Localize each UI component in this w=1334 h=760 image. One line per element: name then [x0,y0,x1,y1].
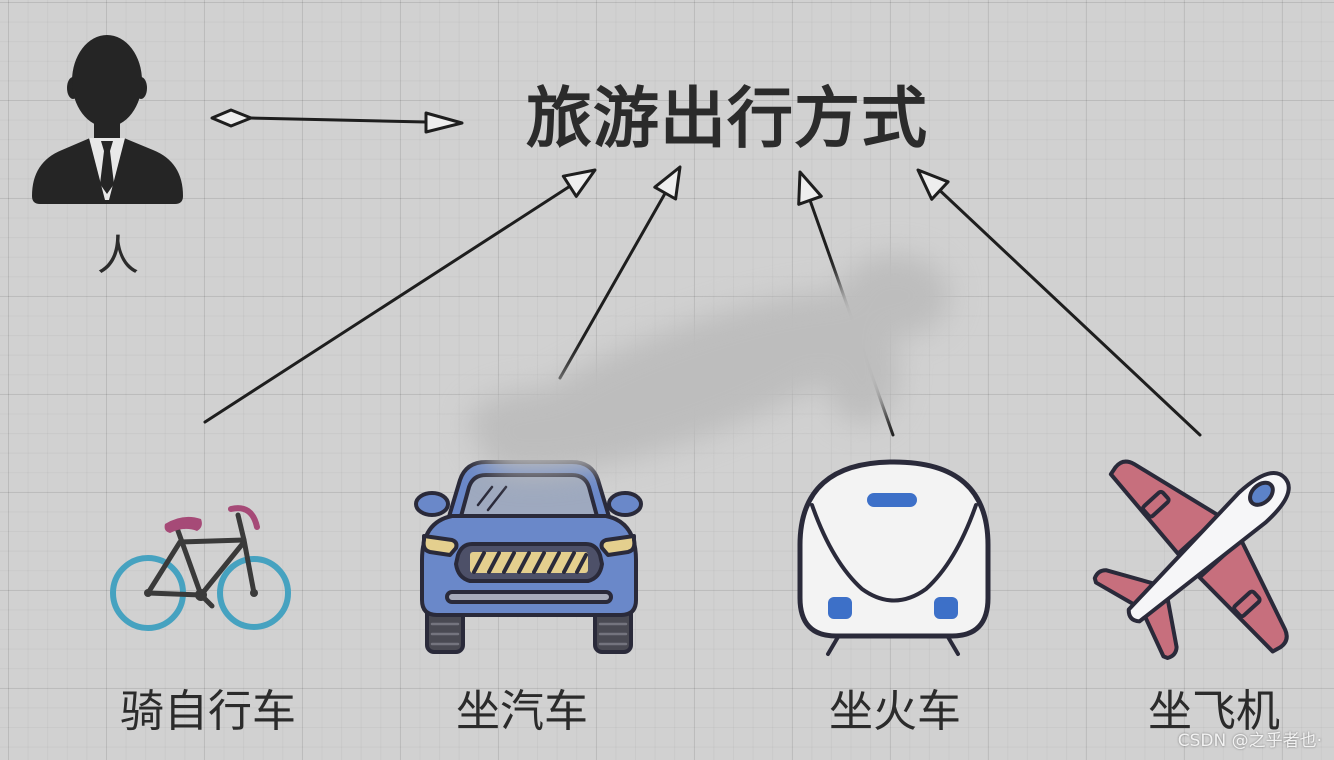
connector-line [249,116,428,124]
bicycle-label: 骑自行车 [120,686,296,737]
airplane-upper-engine [1141,489,1171,519]
hollow-arrowhead-icon [561,168,597,198]
train-left-leg [826,635,840,656]
hollow-arrowhead-icon [916,168,950,201]
train-right-leg [946,635,960,656]
car-right-headlight [599,534,637,557]
train-top-light [867,493,917,507]
diagram-title: 旅游出行方式 [526,80,928,157]
bicycle-front-wheel [217,556,291,630]
train-icon [797,459,991,656]
person-tie [100,141,114,194]
bicycle-front-hub [250,589,258,597]
person-head [72,35,142,127]
hollow-diamond-icon [210,108,253,128]
train-left-headlight [828,597,852,619]
airplane-lower-wing [1197,537,1289,654]
bicycle-seat-tube [174,525,204,598]
car-left-headlight [421,534,459,557]
train-body [797,459,991,639]
car-tire-treads [430,622,628,646]
hollow-arrowhead-icon [797,170,823,206]
train-label: 坐火车 [829,686,961,737]
car-left-mirror [414,491,450,517]
airplane-upper-wing [1108,459,1222,556]
train-windshield [810,503,978,603]
bicycle-to-title-connector [203,168,597,424]
airplane-fuselage [1126,471,1291,624]
redaction-upper-lobe [840,254,950,338]
airplane-to-title-connector [916,168,1202,437]
hollow-arrowhead-icon [653,165,682,201]
connector-line [558,191,667,380]
person-icon [32,35,183,204]
bicycle-pedal [198,592,215,609]
car-bumper [445,590,613,604]
redaction-left-lobe [468,388,628,460]
redaction-right-lobe [824,320,900,424]
airplane-icon [1092,459,1291,661]
person-label: 人 [96,231,140,280]
airplane-label: 坐飞机 [1148,686,1280,737]
bicycle-rear-hub [144,589,152,597]
hollow-arrowhead-icon [424,111,464,134]
bicycle-icon [110,505,291,631]
car-right-mirror [607,491,643,517]
airplane-lower-engine [1232,589,1262,619]
car-windshield [458,473,600,522]
bicycle-saddle [164,516,202,533]
bicycle-handlebar [228,505,260,530]
connector-line [203,184,572,424]
car-label: 坐汽车 [456,686,588,737]
watermark: CSDN @之乎者也· [1177,731,1322,751]
train-right-headlight [934,597,958,619]
connector-line [938,189,1202,437]
bicycle-fork [235,512,257,596]
car-grille-stripes [472,551,588,574]
person-to-title-connector [210,108,464,134]
car-windshield-reflection [476,485,508,512]
airplane-cockpit-window [1248,480,1275,507]
car-to-title-connector [558,165,682,380]
